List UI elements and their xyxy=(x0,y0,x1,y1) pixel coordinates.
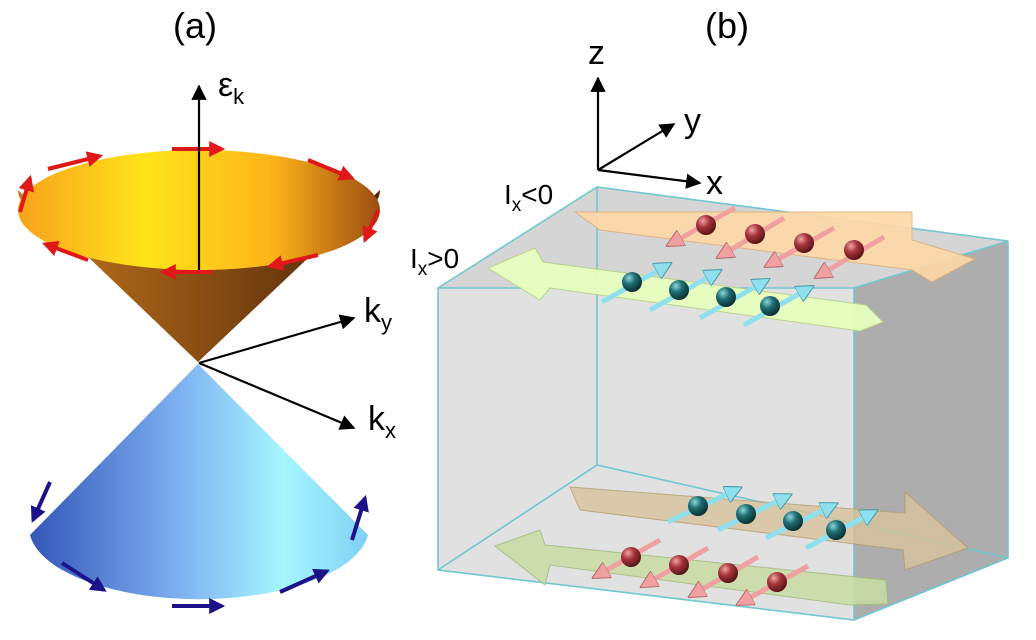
cone-axes xyxy=(191,84,356,430)
bottom-red-electrons xyxy=(598,537,810,602)
teal-electron xyxy=(716,287,736,307)
teal-electron xyxy=(622,272,642,292)
ky-axis-label: ky xyxy=(364,292,392,335)
red-electron xyxy=(621,547,641,567)
panel-a: (a) xyxy=(18,5,396,614)
teal-electron xyxy=(760,296,780,316)
teal-electron xyxy=(826,520,846,540)
y-axis xyxy=(597,123,676,171)
upper-spin-arrow xyxy=(18,174,35,213)
lower-spin-arrow xyxy=(30,481,52,523)
upper-cone-body xyxy=(18,190,380,362)
current-positive-label: Ix>0 xyxy=(410,243,459,280)
teal-electron xyxy=(736,504,756,524)
upper-spin-arrow xyxy=(42,240,89,262)
red-electron xyxy=(669,555,689,575)
kx-axis xyxy=(198,361,356,430)
y-axis-label: y xyxy=(684,102,701,140)
top-orange-current-band xyxy=(573,211,977,283)
lower-spin-arrows xyxy=(30,481,369,614)
x-axis-label: x xyxy=(706,164,723,202)
bottom-green-current-band xyxy=(493,529,889,606)
red-electron xyxy=(794,233,814,253)
x-axis xyxy=(597,168,702,189)
bottom-teal-electrons xyxy=(666,490,872,551)
teal-electron xyxy=(783,511,803,531)
z-axis-label: z xyxy=(588,34,605,72)
red-electron xyxy=(696,215,716,235)
bottom-orange-current-band xyxy=(569,486,969,571)
upper-spin-arrow xyxy=(47,151,104,171)
teal-electron xyxy=(669,280,689,300)
current-negative-label: Ix<0 xyxy=(504,179,553,216)
red-electron xyxy=(844,240,864,260)
energy-axis-label: εk xyxy=(218,66,245,109)
upper-spin-arrow xyxy=(266,253,319,271)
top-red-electrons xyxy=(672,205,886,275)
upper-spin-arrow xyxy=(307,158,355,181)
upper-spin-arrows xyxy=(18,141,380,280)
kx-axis-label: kx xyxy=(368,400,396,443)
top-teal-electrons xyxy=(600,266,808,328)
lower-cone-body xyxy=(30,364,368,600)
panel-b: (b) z y x xyxy=(410,5,1009,621)
slab-right-face xyxy=(854,241,1008,620)
coordinate-axes xyxy=(590,76,702,189)
teal-electron xyxy=(688,496,708,516)
lower-spin-arrow xyxy=(60,561,107,592)
panel-a-label: (a) xyxy=(173,5,217,46)
lower-spin-arrow xyxy=(350,494,369,541)
ky-axis xyxy=(198,314,356,365)
red-electron xyxy=(767,572,787,592)
red-electron xyxy=(745,224,765,244)
upper-spin-arrow xyxy=(362,209,380,243)
panel-b-label: (b) xyxy=(705,5,749,46)
lower-spin-arrow xyxy=(279,568,330,594)
lower-cone xyxy=(30,364,369,614)
red-electron xyxy=(718,563,738,583)
